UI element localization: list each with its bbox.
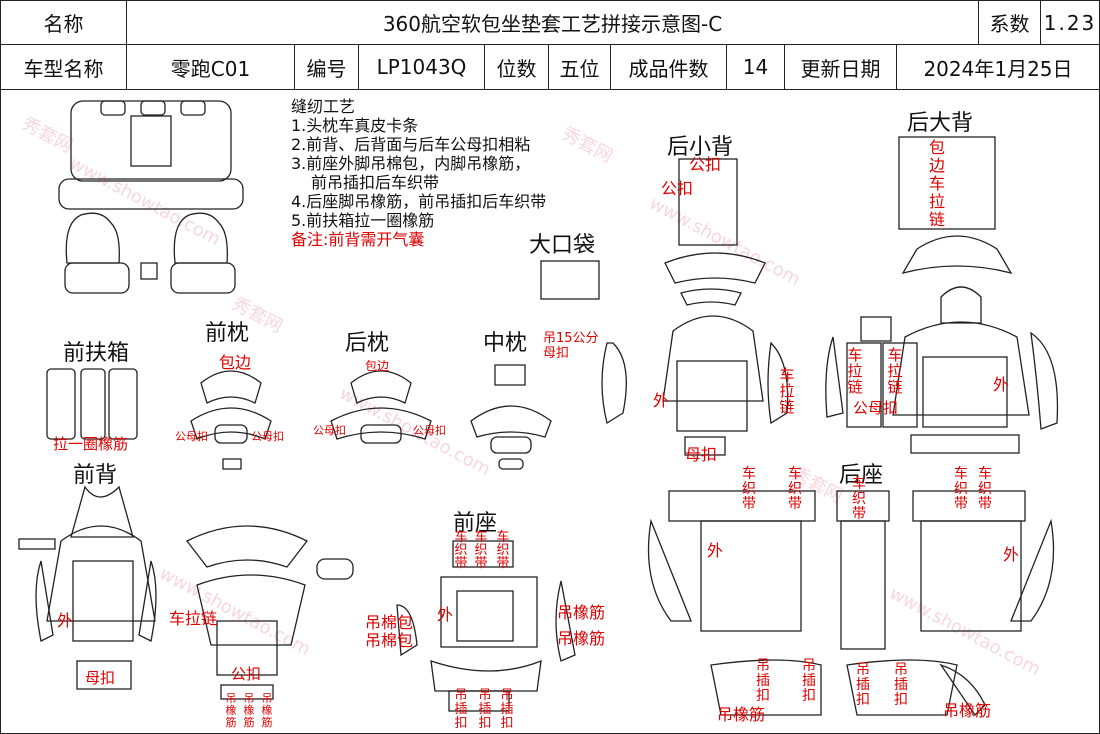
front-seat-drawing (396, 540, 576, 712)
note-snap-female-15: 吊15公分 母扣 (543, 331, 599, 361)
note-car-zipper: 车拉链 (169, 609, 218, 628)
note-hang-snap: 吊插扣 (454, 688, 468, 731)
note-male-snap: 公扣 (689, 155, 722, 174)
note-hang-snap: 吊插扣 (856, 662, 870, 708)
note-car-zipper-vertical: 车拉链 (779, 366, 795, 416)
title-rear-seat: 后座 (839, 463, 884, 488)
note-hang-snap: 吊插扣 (802, 658, 816, 704)
rear-seat-drawing (647, 490, 1055, 717)
note-hang-elastic: 吊橡筋 (557, 603, 606, 622)
pieces-label: 成品件数 (611, 45, 727, 89)
title-big-bag: 大口袋 (529, 233, 596, 258)
process-note-3-cont: 前吊插扣后车织带 (311, 173, 440, 192)
note-woven-strap: 车织带 (496, 530, 510, 571)
note-woven-strap: 车织带 (742, 466, 756, 512)
process-remark: 备注:前背需开气囊 (291, 230, 425, 249)
title-front-pillow: 前枕 (205, 321, 250, 346)
note-snap: 公母扣 (175, 430, 208, 443)
note-woven-strap: 车织带 (954, 466, 968, 512)
note-snap: 公母扣 (413, 424, 446, 437)
title-front-seat: 前座 (453, 511, 498, 536)
note-male-snap: 公扣 (661, 179, 694, 198)
document-title: 360航空软包坐垫套工艺拼接示意图-C (127, 1, 979, 44)
header-row-2: 车型名称 零跑C01 编号 LP1043Q 位数 五位 成品件数 14 更新日期… (1, 45, 1099, 90)
note-female-snap: 母扣 (85, 669, 116, 687)
note-outer: 外 (993, 375, 1010, 394)
front-armrest-drawing (46, 368, 138, 440)
pieces-value: 14 (727, 45, 785, 89)
coef-value: 1.23 (1043, 10, 1097, 35)
process-note-3: 3.前座外脚吊棉包，内脚吊橡筋， (291, 154, 531, 173)
title-front-back: 前背 (73, 463, 118, 488)
note-hang-elastic: 吊橡筋 (717, 705, 766, 724)
note-hang-snap: 吊插扣 (756, 658, 770, 704)
note-hang-elastic-vertical: 吊橡筋 (243, 692, 255, 729)
note-hang-elastic-vertical: 吊橡筋 (225, 692, 237, 729)
note-outer: 外 (437, 605, 454, 624)
note-outer: 外 (57, 611, 74, 630)
note-outer: 外 (707, 541, 724, 560)
name-label: 名称 (1, 1, 127, 44)
note-hang-snap: 吊插扣 (478, 688, 492, 731)
seats-value: 五位 (549, 45, 611, 89)
rear-pillow-drawing (330, 370, 432, 444)
note-hang-elastic: 吊橡筋 (557, 629, 606, 648)
note-snap: 公母扣 (313, 424, 346, 437)
note-woven-strap: 车织带 (852, 476, 866, 522)
note-woven-strap: 车织带 (454, 530, 468, 571)
note-outer: 外 (1003, 545, 1020, 564)
note-hang-cotton-pack: 吊棉包 (365, 631, 414, 650)
note-edge-wrap: 包边 (365, 359, 390, 373)
note-woven-strap: 车织带 (788, 466, 802, 512)
title-rear-small-back: 后小背 (667, 135, 734, 160)
note-elastic-loop: 拉一圈橡筋 (53, 435, 129, 453)
title-rear-big-back: 后大背 (907, 111, 974, 136)
note-hang-snap: 吊插扣 (894, 662, 908, 708)
process-notes: 缝纫工艺 1.头枕车真皮卡条 2.前背、后背面与后车公母扣相粘 3.前座外脚吊棉… (291, 97, 546, 249)
code-value: LP1043Q (359, 45, 485, 89)
process-note-1: 1.头枕车真皮卡条 (291, 116, 419, 135)
note-woven-strap: 车织带 (474, 530, 488, 571)
rear-small-back-drawing (601, 158, 789, 456)
big-bag-piece (540, 260, 600, 300)
process-notes-title: 缝纫工艺 (291, 97, 356, 116)
title-front-armrest: 前扶箱 (63, 341, 130, 366)
seat-overview-drawing (58, 100, 244, 294)
note-car-zipper-vertical: 车拉链 (847, 346, 863, 396)
model-label: 车型名称 (1, 45, 127, 89)
date-label: 更新日期 (785, 45, 897, 89)
note-hang-elastic-vertical: 吊橡筋 (261, 692, 273, 729)
title-rear-pillow: 后枕 (345, 331, 390, 356)
note-car-zipper-vertical: 车拉链 (887, 346, 903, 396)
model-value: 零跑C01 (127, 45, 295, 89)
middle-pillow-drawing (470, 364, 552, 470)
date-value: 2024年1月25日 (923, 56, 1073, 81)
note-snap: 公母扣 (251, 430, 284, 443)
code-label: 编号 (295, 45, 359, 89)
note-hang-snap: 吊插扣 (500, 688, 514, 731)
seats-label: 位数 (485, 45, 549, 89)
front-pillow-drawing (190, 370, 272, 470)
note-hang-elastic: 吊橡筋 (943, 701, 992, 720)
header-row-1: 名称 360航空软包坐垫套工艺拼接示意图-C 系数 1.23 (1, 1, 1099, 45)
title-middle-pillow: 中枕 (483, 331, 528, 356)
note-female-snap: 母扣 (685, 445, 718, 464)
note-male-snap: 公扣 (231, 665, 262, 683)
note-snap: 公母扣 (853, 399, 899, 417)
coef-label: 系数 (979, 1, 1041, 44)
process-note-4: 4.后座脚吊橡筋，前吊插扣后车织带 (291, 192, 547, 211)
process-note-5: 5.前扶箱拉一圈橡筋 (291, 211, 435, 230)
note-woven-strap: 车织带 (978, 466, 992, 512)
rear-big-back-drawing (825, 136, 1059, 454)
note-hang-cotton-pack: 吊棉包 (365, 613, 414, 632)
note-edge-wrap: 包边 (219, 353, 252, 372)
note-outer: 外 (653, 391, 670, 410)
note-edge-car-zipper: 包边车拉链 (929, 138, 946, 229)
process-note-2: 2.前背、后背面与后车公母扣相粘 (291, 135, 531, 154)
front-back-drawing (18, 485, 354, 700)
